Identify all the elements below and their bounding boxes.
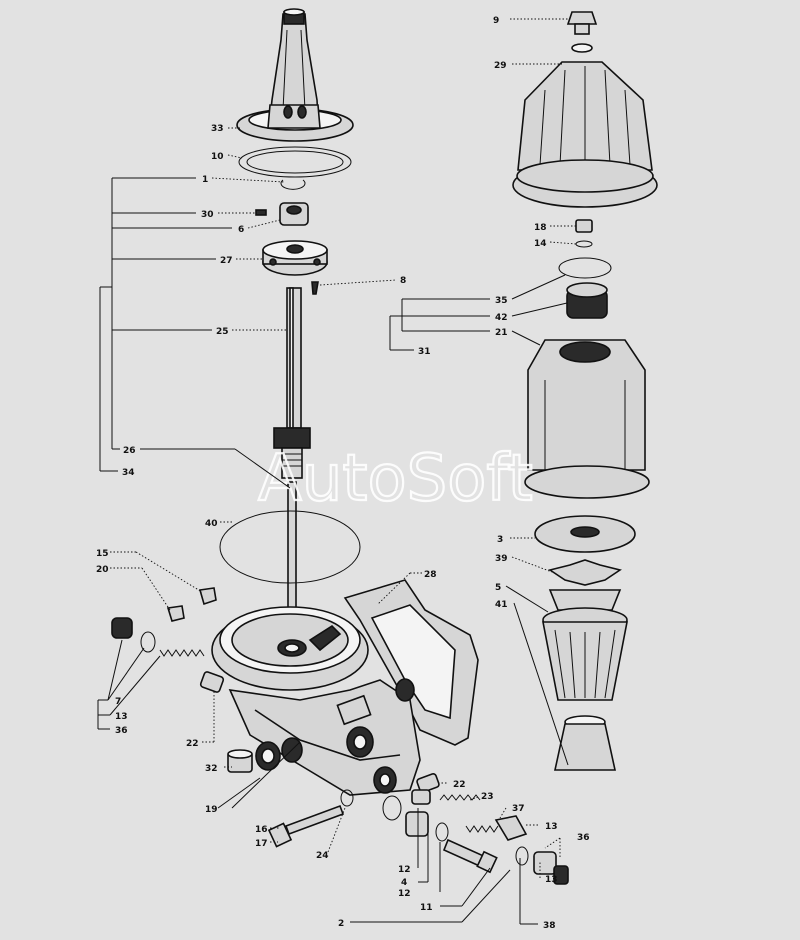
part-cone-5 xyxy=(548,589,622,611)
label-35: 35 xyxy=(495,296,508,306)
label-32: 32 xyxy=(205,764,218,774)
label-5: 5 xyxy=(495,583,501,593)
label-28: 28 xyxy=(424,570,437,580)
label-1: 1 xyxy=(202,175,208,185)
label-20: 20 xyxy=(96,565,109,575)
label-23: 23 xyxy=(481,792,494,802)
label-15: 15 xyxy=(96,549,109,559)
part-spring-23 xyxy=(439,794,481,801)
part-screw-30 xyxy=(255,209,267,216)
part-gasket-10 xyxy=(238,146,352,178)
label-36-right: 36 xyxy=(577,833,590,843)
part-bolt-11 xyxy=(442,838,498,874)
label-41: 41 xyxy=(495,600,508,610)
label-13-left: 13 xyxy=(115,712,128,722)
part-nut-9 xyxy=(566,11,598,53)
part-spring-left xyxy=(159,649,205,657)
part-shaft-25 xyxy=(273,287,311,479)
label-29: 29 xyxy=(494,61,507,71)
label-24: 24 xyxy=(316,851,329,861)
label-40: 40 xyxy=(205,519,218,529)
label-42: 42 xyxy=(495,313,508,323)
label-19: 19 xyxy=(205,805,218,815)
label-7: 7 xyxy=(115,697,121,707)
part-rotor-21 xyxy=(524,339,650,499)
label-38: 38 xyxy=(543,921,556,931)
part-nut-6 xyxy=(279,202,309,226)
label-6: 6 xyxy=(238,225,244,235)
label-11: 11 xyxy=(420,903,433,913)
part-fitting-15 xyxy=(198,587,217,606)
label-12-lower: 12 xyxy=(398,889,411,899)
part-washer-12 xyxy=(382,795,402,821)
label-26: 26 xyxy=(123,446,136,456)
label-14: 14 xyxy=(534,239,547,249)
part-bolt-16 xyxy=(267,804,345,848)
part-fitting-37 xyxy=(494,815,528,841)
part-o-ring-40 xyxy=(219,510,361,584)
label-16: 16 xyxy=(255,825,268,835)
part-cap-29 xyxy=(512,61,658,208)
label-21: 21 xyxy=(495,328,508,338)
part-plug-36 xyxy=(515,846,569,885)
part-nut-4 xyxy=(405,811,449,842)
label-27: 27 xyxy=(220,256,233,266)
part-snap-ring-35 xyxy=(558,257,612,279)
part-rotor-housing-33 xyxy=(236,8,354,142)
label-22-left: 22 xyxy=(186,739,199,749)
label-25: 25 xyxy=(216,327,229,337)
label-31: 31 xyxy=(418,347,431,357)
label-18: 18 xyxy=(534,223,547,233)
part-spring-right xyxy=(465,825,499,833)
part-nut-18 xyxy=(575,219,593,233)
part-valve-22-right xyxy=(411,773,440,805)
watermark-text: AutoSoft xyxy=(258,442,533,516)
part-washer-14 xyxy=(575,240,593,248)
label-39: 39 xyxy=(495,554,508,564)
label-36-left: 36 xyxy=(115,726,128,736)
leader-lines xyxy=(97,18,577,925)
label-3: 3 xyxy=(497,535,503,545)
label-34: 34 xyxy=(122,468,135,478)
part-valve-22-left xyxy=(199,671,225,693)
label-30: 30 xyxy=(201,210,214,220)
part-washer-24 xyxy=(340,789,354,807)
part-snap-ring-1 xyxy=(280,179,306,190)
part-bearing-plate-27 xyxy=(262,240,328,276)
label-8: 8 xyxy=(400,276,406,286)
label-13-bottom: 13 xyxy=(545,875,558,885)
part-pin-8 xyxy=(311,281,319,295)
label-10: 10 xyxy=(211,152,224,162)
label-33: 33 xyxy=(211,124,224,134)
part-plug-7 xyxy=(111,617,156,653)
label-17: 17 xyxy=(255,839,268,849)
part-housing-body xyxy=(211,579,479,796)
part-bushing-42 xyxy=(566,282,608,319)
label-12-upper: 12 xyxy=(398,865,411,875)
label-22-right: 22 xyxy=(453,780,466,790)
label-13-right: 13 xyxy=(545,822,558,832)
part-star-spring-39 xyxy=(548,559,622,586)
label-37: 37 xyxy=(512,804,525,814)
part-labels: 9 29 33 10 1 30 6 27 8 25 26 34 18 14 35… xyxy=(96,16,590,931)
part-fitting-20 xyxy=(166,605,185,622)
label-9: 9 xyxy=(493,16,499,26)
label-2: 2 xyxy=(338,919,344,929)
part-bolt-32 xyxy=(227,749,253,773)
part-filter-41 xyxy=(542,607,628,771)
label-4: 4 xyxy=(401,878,407,888)
part-disc-3 xyxy=(534,515,636,553)
